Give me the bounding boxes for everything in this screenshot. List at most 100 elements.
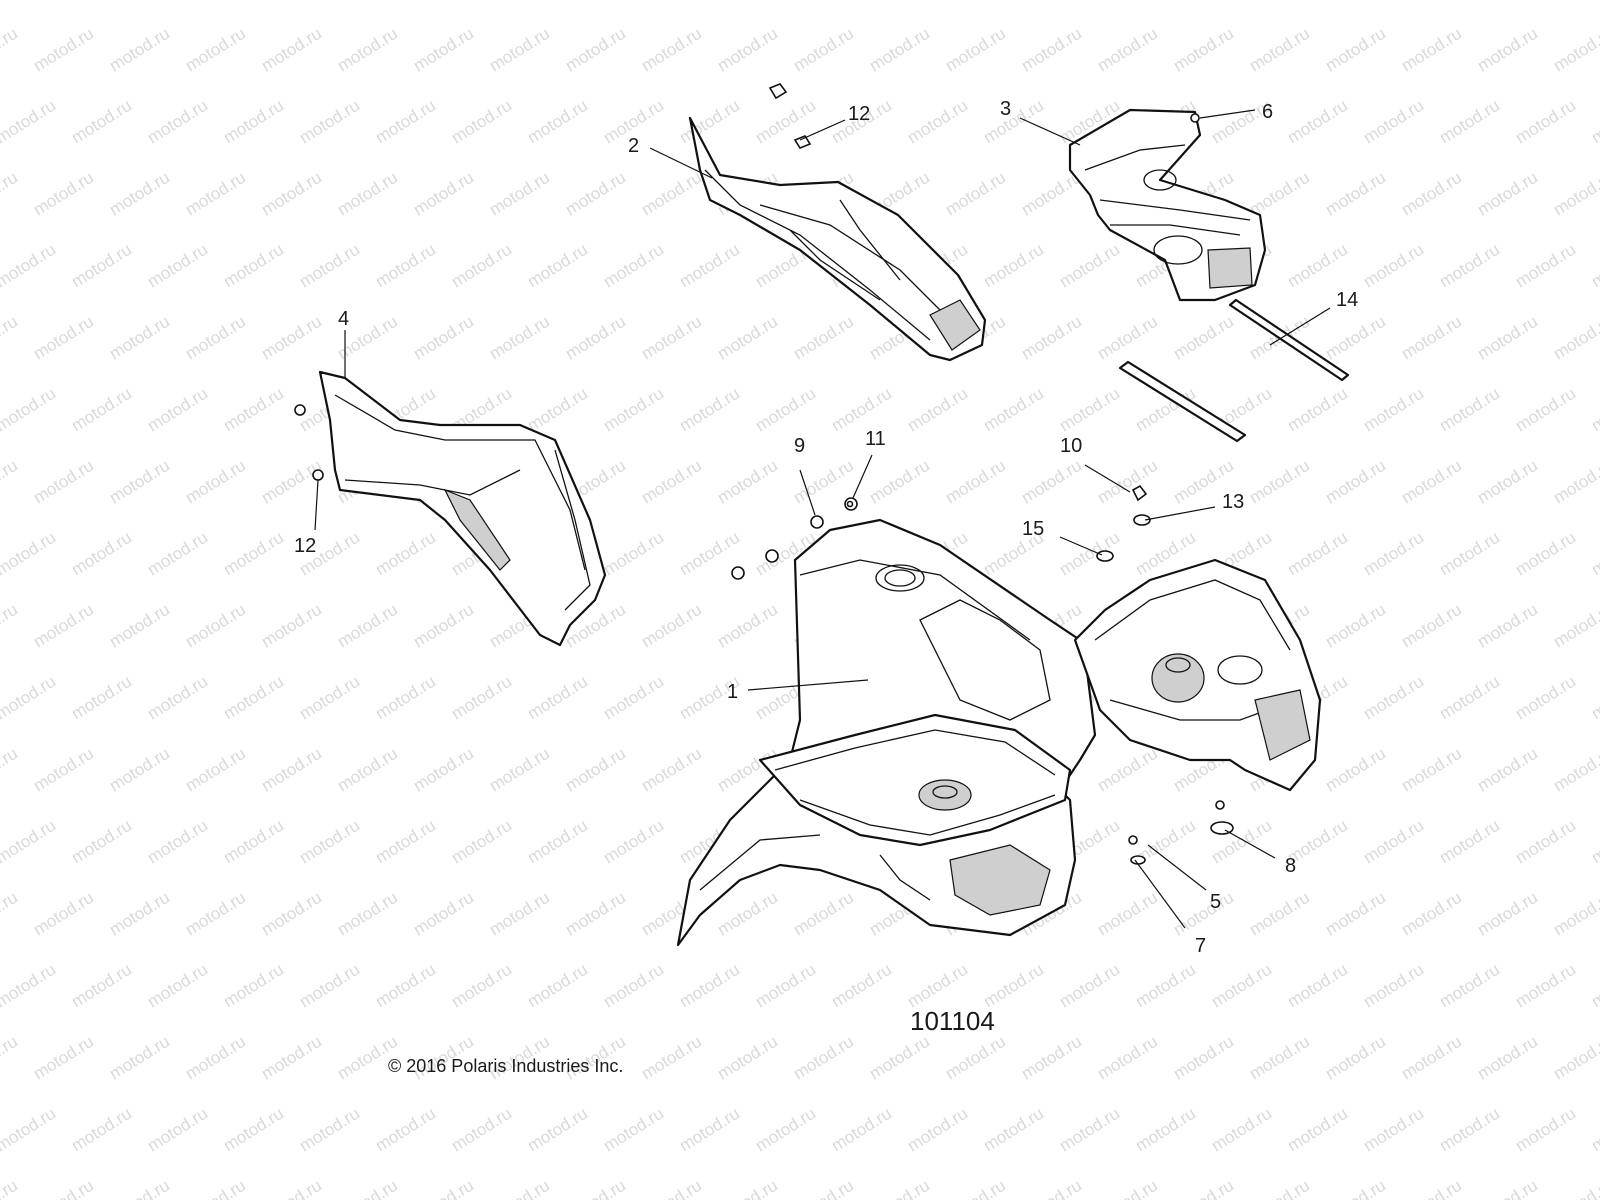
watermark-text: motod.ru bbox=[0, 24, 21, 76]
watermark-text: motod.ru bbox=[30, 1176, 97, 1200]
watermark-text: motod.ru bbox=[68, 384, 135, 436]
watermark-text: motod.ru bbox=[1512, 672, 1579, 724]
watermark-text: motod.ru bbox=[600, 384, 667, 436]
figure-number: 101104 bbox=[910, 1006, 995, 1036]
watermark-text: motod.ru bbox=[524, 672, 591, 724]
watermark-text: motod.ru bbox=[1360, 384, 1427, 436]
watermark-text: motod.ru bbox=[220, 528, 287, 580]
watermark-text: motod.ru bbox=[1322, 1176, 1389, 1200]
watermark-text: motod.ru bbox=[1398, 456, 1465, 508]
watermark-text: motod.ru bbox=[1094, 888, 1161, 940]
watermark-text: motod.ru bbox=[1436, 960, 1503, 1012]
watermark-text: motod.ru bbox=[106, 168, 173, 220]
watermark-text: motod.ru bbox=[1360, 96, 1427, 148]
watermark-text: motod.ru bbox=[68, 672, 135, 724]
watermark-text: motod.ru bbox=[1398, 168, 1465, 220]
watermark-text: motod.ru bbox=[1208, 1104, 1275, 1156]
watermark-text: motod.ru bbox=[448, 960, 515, 1012]
watermark-text: motod.ru bbox=[638, 24, 705, 76]
watermark-text: motod.ru bbox=[714, 312, 781, 364]
watermark-text: motod.ru bbox=[106, 1032, 173, 1084]
watermark-text: motod.ru bbox=[448, 96, 515, 148]
watermark-text: motod.ru bbox=[1474, 24, 1541, 76]
watermark-text: motod.ru bbox=[1474, 888, 1541, 940]
watermark-text: motod.ru bbox=[258, 456, 325, 508]
watermark-text: motod.ru bbox=[182, 888, 249, 940]
watermark-text: motod.ru bbox=[1588, 816, 1600, 868]
watermark-text: motod.ru bbox=[296, 816, 363, 868]
watermark-text: motod.ru bbox=[0, 168, 21, 220]
watermark-text: motod.ru bbox=[1398, 24, 1465, 76]
callout-11: 11 bbox=[865, 428, 886, 450]
callout-10: 10 bbox=[1060, 435, 1082, 457]
watermark-text: motod.ru bbox=[638, 600, 705, 652]
watermark-text: motod.ru bbox=[220, 384, 287, 436]
watermark-text: motod.ru bbox=[790, 312, 857, 364]
watermark-text: motod.ru bbox=[714, 1032, 781, 1084]
watermark-text: motod.ru bbox=[524, 384, 591, 436]
watermark-text: motod.ru bbox=[942, 456, 1009, 508]
watermark-text: motod.ru bbox=[866, 24, 933, 76]
watermark-text: motod.ru bbox=[1512, 0, 1579, 3]
watermark-text: motod.ru bbox=[144, 672, 211, 724]
watermark-text: motod.ru bbox=[942, 1032, 1009, 1084]
watermark-text: motod.ru bbox=[1208, 0, 1275, 3]
watermark-text: motod.ru bbox=[1132, 960, 1199, 1012]
callout-13: 13 bbox=[1222, 491, 1244, 513]
callout-labels: 1 2 3 4 5 6 7 8 9 10 11 12 12 13 14 15 bbox=[294, 98, 1358, 957]
watermark-text: motod.ru bbox=[980, 0, 1047, 3]
watermark-text: motod.ru bbox=[1246, 168, 1313, 220]
watermark-text: motod.ru bbox=[296, 0, 363, 3]
watermark-text: motod.ru bbox=[1284, 960, 1351, 1012]
watermark-text: motod.ru bbox=[448, 672, 515, 724]
watermark-text: motod.ru bbox=[334, 600, 401, 652]
watermark-text: motod.ru bbox=[372, 816, 439, 868]
watermark-text: motod.ru bbox=[68, 528, 135, 580]
watermark-text: motod.ru bbox=[106, 600, 173, 652]
callout-14: 14 bbox=[1336, 289, 1358, 311]
watermark-text: motod.ru bbox=[714, 888, 781, 940]
callout-12-top: 12 bbox=[848, 103, 870, 125]
watermark-text: motod.ru bbox=[220, 0, 287, 3]
watermark-text: motod.ru bbox=[1588, 1104, 1600, 1156]
callout-5: 5 bbox=[1210, 891, 1221, 913]
watermark-text: motod.ru bbox=[486, 168, 553, 220]
watermark-text: motod.ru bbox=[1436, 384, 1503, 436]
watermark-text: motod.ru bbox=[1322, 168, 1389, 220]
watermark-text: motod.ru bbox=[258, 1032, 325, 1084]
watermark-text: motod.ru bbox=[68, 96, 135, 148]
watermark-text: motod.ru bbox=[638, 456, 705, 508]
watermark-text: motod.ru bbox=[486, 24, 553, 76]
watermark-text: motod.ru bbox=[0, 672, 59, 724]
watermark-text: motod.ru bbox=[980, 384, 1047, 436]
watermark-text: motod.ru bbox=[638, 1176, 705, 1200]
watermark-text: motod.ru bbox=[30, 888, 97, 940]
watermark-text: motod.ru bbox=[600, 528, 667, 580]
watermark-text: motod.ru bbox=[1512, 1104, 1579, 1156]
watermark-text: motod.ru bbox=[524, 240, 591, 292]
watermark-text: motod.ru bbox=[334, 168, 401, 220]
watermark-text: motod.ru bbox=[676, 384, 743, 436]
watermark-text: motod.ru bbox=[752, 960, 819, 1012]
watermark-text: motod.ru bbox=[30, 744, 97, 796]
watermark-text: motod.ru bbox=[372, 240, 439, 292]
watermark-text: motod.ru bbox=[410, 24, 477, 76]
watermark-text: motod.ru bbox=[524, 0, 591, 3]
watermark-text: motod.ru bbox=[220, 1104, 287, 1156]
watermark-text: motod.ru bbox=[182, 168, 249, 220]
watermark-text: motod.ru bbox=[676, 1104, 743, 1156]
watermark-text: motod.ru bbox=[448, 816, 515, 868]
watermark-text: motod.ru bbox=[524, 816, 591, 868]
watermark-text: motod.ru bbox=[1360, 672, 1427, 724]
watermark-text: motod.ru bbox=[296, 96, 363, 148]
watermark-text: motod.ru bbox=[1550, 600, 1600, 652]
watermark-text: motod.ru bbox=[334, 24, 401, 76]
watermark-text: motod.ru bbox=[1056, 384, 1123, 436]
watermark-text: motod.ru bbox=[30, 168, 97, 220]
watermark-text: motod.ru bbox=[0, 0, 59, 3]
watermark-text: motod.ru bbox=[562, 1176, 629, 1200]
watermark-text: motod.ru bbox=[1018, 456, 1085, 508]
watermark-text: motod.ru bbox=[562, 312, 629, 364]
watermark-text: motod.ru bbox=[1474, 600, 1541, 652]
watermark-text: motod.ru bbox=[410, 1176, 477, 1200]
